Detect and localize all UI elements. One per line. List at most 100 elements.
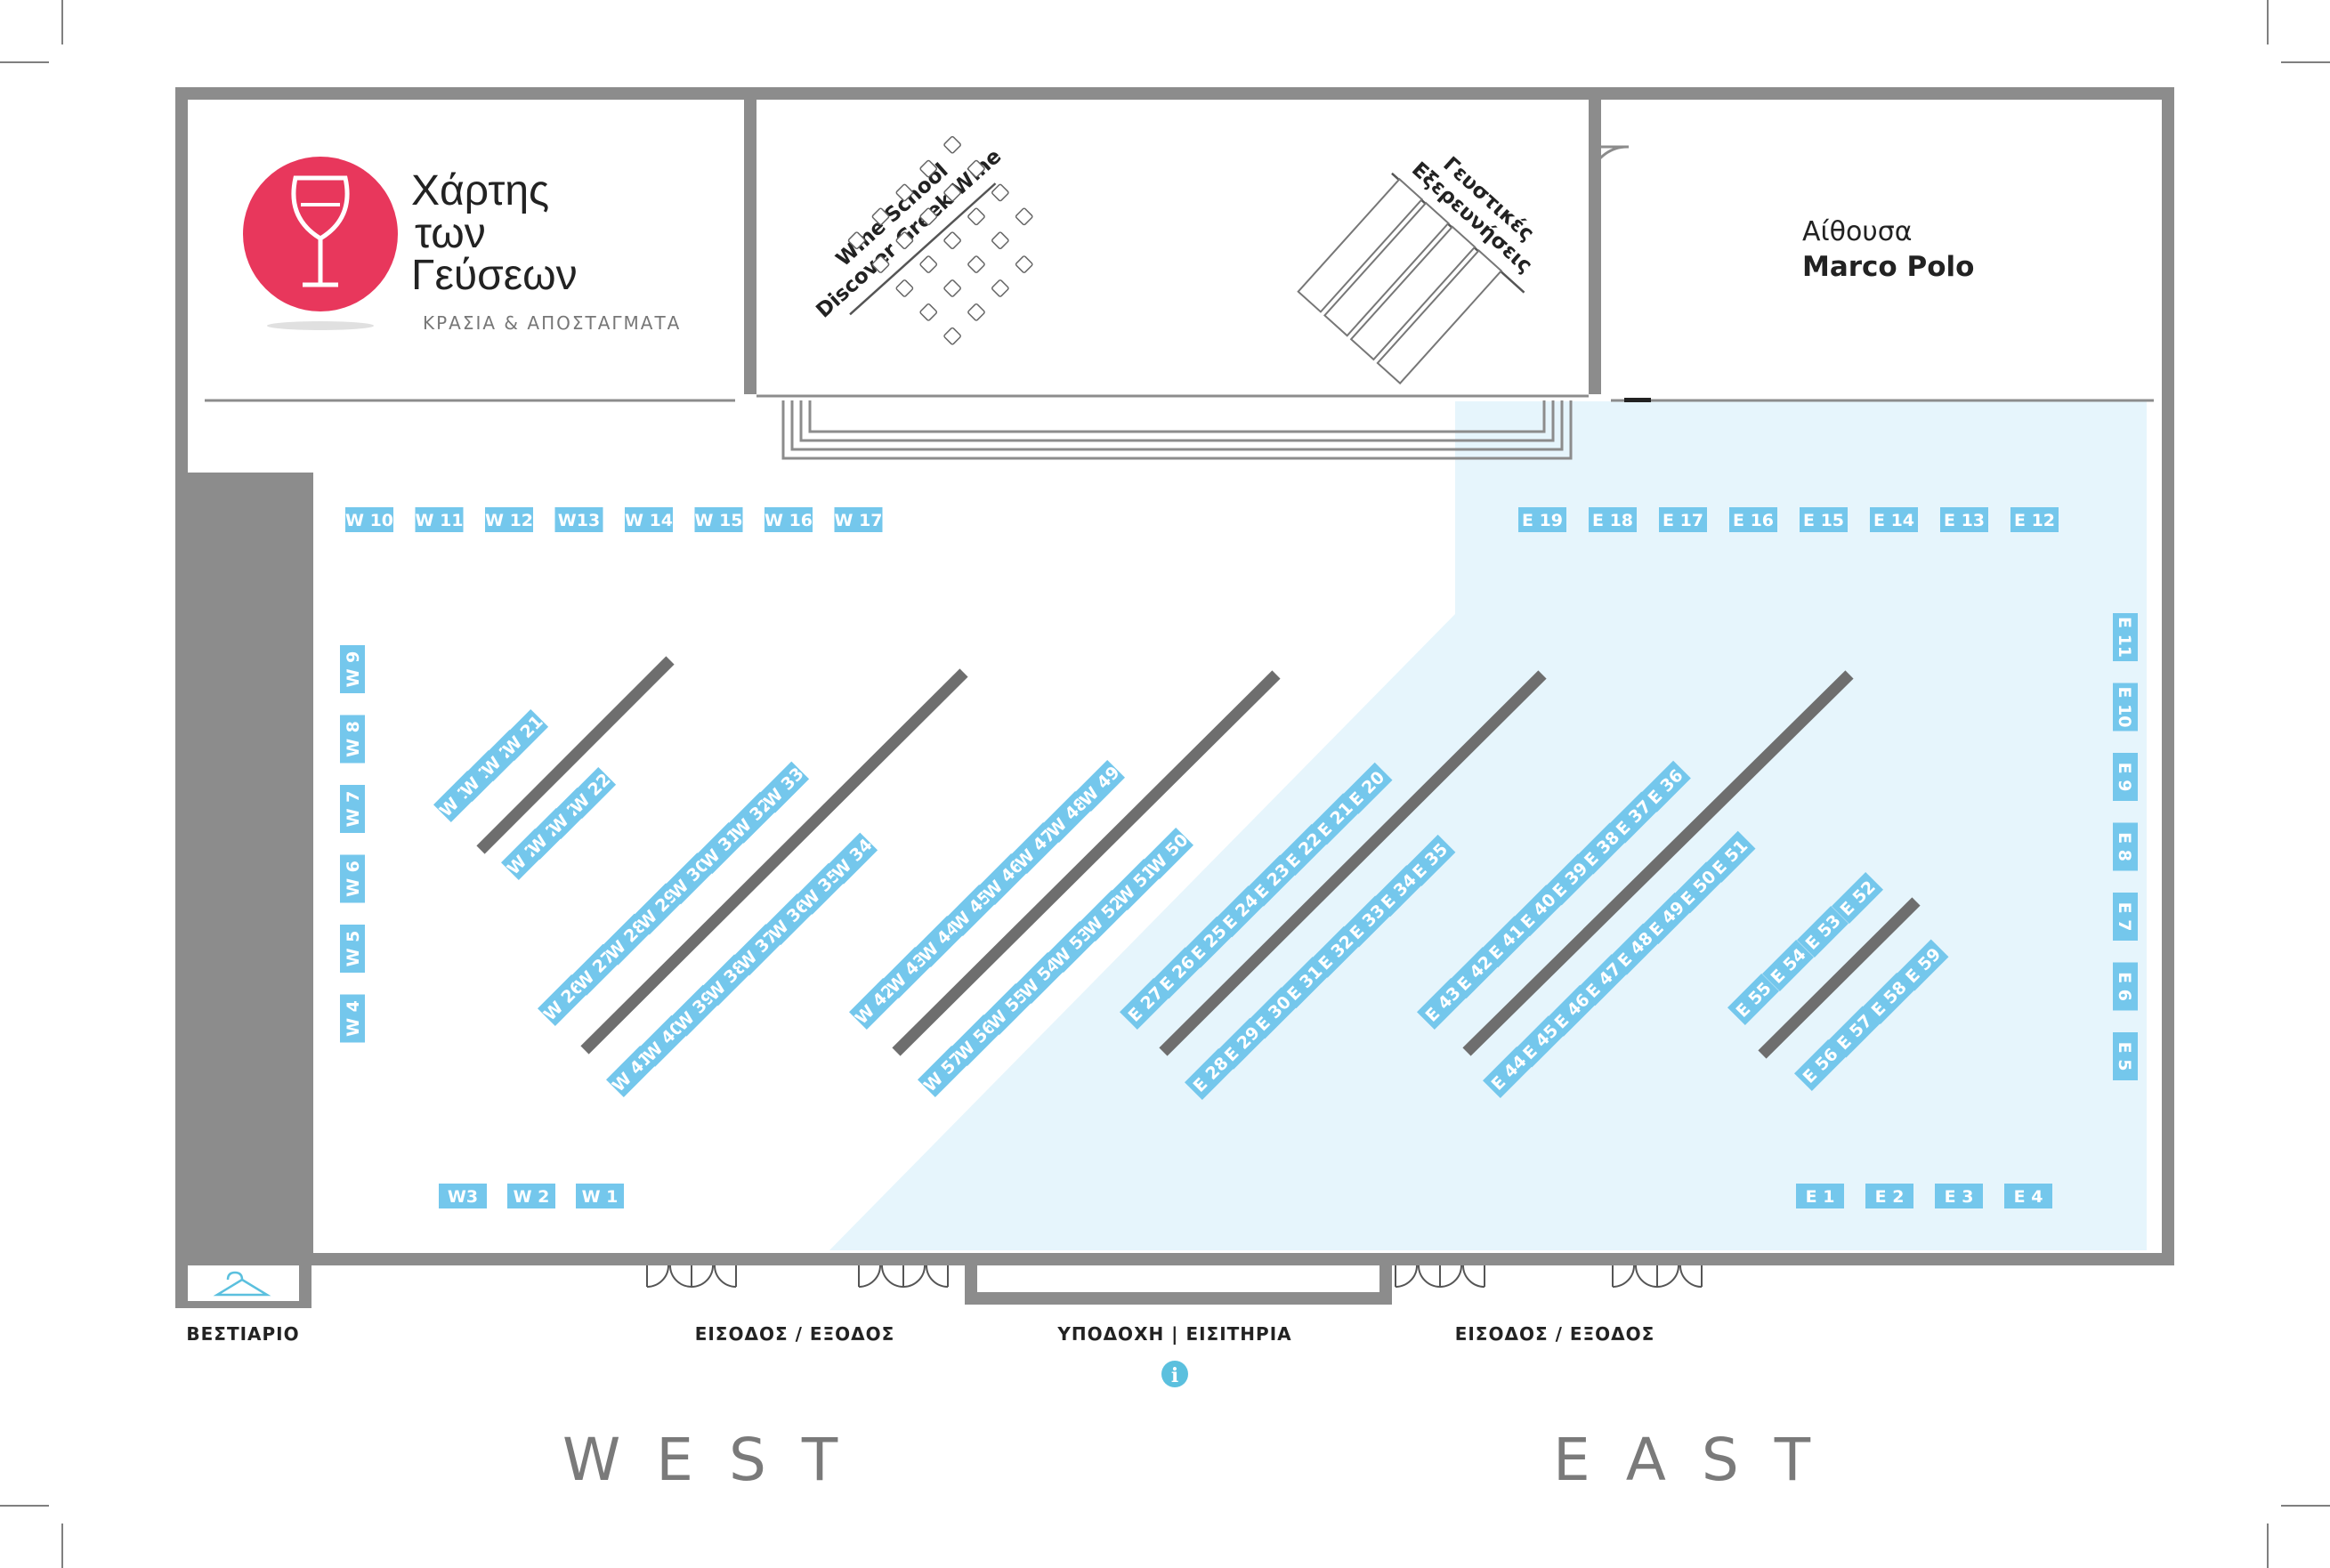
- booth-e6[interactable]: E 6: [2113, 962, 2138, 1011]
- classroom-chairs: [847, 135, 1033, 345]
- booth-label: W 4: [344, 1000, 363, 1037]
- door-icon: [1439, 1265, 1485, 1288]
- tasting-room: Γευστικές Εξερευνήσεις: [1297, 153, 1538, 385]
- booth-label: E 18: [1592, 511, 1633, 530]
- booth-e13[interactable]: E 13: [1940, 507, 1988, 532]
- brand-line3: Γεύσεων: [411, 252, 578, 299]
- booth-label: W 9: [344, 651, 363, 688]
- booth-label: E 17: [1663, 511, 1703, 530]
- chair-icon: [895, 279, 914, 297]
- counter-3: [892, 670, 1281, 1056]
- counter-6: [1758, 897, 1921, 1059]
- chair-icon: [991, 279, 1009, 297]
- booth-label: E 6: [2115, 972, 2134, 1001]
- booth-e17[interactable]: E 17: [1659, 507, 1707, 532]
- booth-label: W3: [448, 1187, 478, 1207]
- chair-icon: [871, 255, 890, 273]
- room-ledges: [205, 145, 2154, 460]
- booth-w12[interactable]: W 12: [485, 507, 533, 532]
- booth-label: E 7: [2115, 902, 2134, 932]
- booth-label: E 14: [1873, 511, 1914, 530]
- booth-label: W 6: [344, 861, 363, 897]
- booth-e14[interactable]: E 14: [1870, 507, 1918, 532]
- chair-icon: [895, 183, 914, 202]
- brand-logo: Χάρτης των Γεύσεων ΚΡΑΣΙΑ & ΑΠΟΣΤΑΓΜΑΤΑ: [243, 157, 681, 334]
- booth-label: W 15: [694, 511, 742, 530]
- booth-label: E 2: [1875, 1187, 1905, 1207]
- info-icon[interactable]: i: [1161, 1361, 1188, 1387]
- booth-label: E 4: [2014, 1187, 2043, 1207]
- booth-w15[interactable]: W 15: [694, 507, 743, 532]
- chair-icon: [919, 303, 938, 321]
- booth-e1[interactable]: E 1: [1796, 1184, 1844, 1208]
- booth-e19[interactable]: E 19: [1518, 507, 1566, 532]
- chair-icon: [943, 183, 961, 202]
- booth-label: E 12: [2014, 511, 2055, 530]
- reception-sign: ΥΠΟΔΟΧΗ | ΕΙΣΙΤΗΡΙΑ: [1056, 1323, 1291, 1345]
- booth-e15[interactable]: E 15: [1800, 507, 1848, 532]
- chair-icon: [1015, 255, 1033, 273]
- chair-icon: [943, 231, 961, 250]
- booth-e3[interactable]: E 3: [1935, 1184, 1983, 1208]
- booth-e16[interactable]: E 16: [1729, 507, 1777, 532]
- chair-icon: [919, 207, 938, 226]
- booth-w17[interactable]: W 17: [834, 507, 883, 532]
- counter-5: [1462, 670, 1854, 1056]
- entrance-west-sign: ΕΙΣΟΔΟΣ / ΕΞΟΔΟΣ: [695, 1323, 895, 1345]
- cloakroom-sign: ΒΕΣΤΙΑΡΙΟ: [186, 1323, 299, 1345]
- booth-label: E 15: [1803, 511, 1844, 530]
- booth-e2[interactable]: E 2: [1865, 1184, 1913, 1208]
- booth-label: W 16: [765, 511, 813, 530]
- booth-w9[interactable]: W 9: [340, 645, 365, 693]
- booth-label: W 11: [415, 511, 463, 530]
- booth-w7[interactable]: W 7: [340, 785, 365, 833]
- booth-w5[interactable]: W 5: [340, 925, 365, 973]
- booth-label: W 5: [344, 931, 363, 967]
- booth-w4[interactable]: W 4: [340, 994, 365, 1043]
- counter-4: [1159, 670, 1547, 1056]
- booth-e11[interactable]: E 11: [2113, 613, 2138, 661]
- booth-e12[interactable]: E 12: [2010, 507, 2059, 532]
- booth-e4[interactable]: E 4: [2004, 1184, 2052, 1208]
- booth-e10[interactable]: E 10: [2113, 683, 2138, 731]
- svg-text:i: i: [1171, 1364, 1178, 1387]
- booth-label: E 10: [2115, 686, 2134, 727]
- booth-label: W 1: [582, 1187, 619, 1207]
- chair-icon: [847, 231, 866, 250]
- booth-w1[interactable]: W 1: [576, 1184, 624, 1208]
- entrance-east-sign: ΕΙΣΟΔΟΣ / ΕΞΟΔΟΣ: [1455, 1323, 1655, 1345]
- booth-label: W 17: [834, 511, 882, 530]
- booth-label: E 11: [2115, 617, 2134, 658]
- booth-counters: [476, 656, 1921, 1059]
- east-zone: [829, 401, 2147, 1250]
- booth-w3[interactable]: W3: [439, 1184, 487, 1208]
- booth-w8[interactable]: W 8: [340, 715, 365, 764]
- booth-w2[interactable]: W 2: [507, 1184, 555, 1208]
- booth-e9[interactable]: E 9: [2113, 753, 2138, 801]
- booth-e5[interactable]: E 5: [2113, 1032, 2138, 1080]
- booth-w13[interactable]: W13: [554, 507, 603, 532]
- booth-label: E 8: [2115, 832, 2134, 861]
- zone-west: WEST: [562, 1426, 873, 1494]
- booth-label: W 2: [514, 1187, 550, 1207]
- brand-tagline: ΚΡΑΣΙΑ & ΑΠΟΣΤΑΓΜΑΤΑ: [423, 312, 681, 334]
- chair-icon: [919, 159, 938, 178]
- booth-w16[interactable]: W 16: [765, 507, 813, 532]
- door-icon: [1656, 1265, 1703, 1288]
- booth-label: W 8: [344, 721, 363, 757]
- booth-e18[interactable]: E 18: [1589, 507, 1637, 532]
- booth-w11[interactable]: W 11: [415, 507, 464, 532]
- booth-e8[interactable]: E 8: [2113, 822, 2138, 871]
- chair-icon: [967, 207, 985, 226]
- booth-label: E 19: [1522, 511, 1563, 530]
- booth-e7[interactable]: E 7: [2113, 893, 2138, 941]
- booth-label: W 14: [625, 511, 673, 530]
- booth-w6[interactable]: W 6: [340, 854, 365, 903]
- wine-glass-icon: [243, 157, 398, 311]
- booth-w10[interactable]: W 10: [345, 507, 393, 532]
- booth-label: E 1: [1806, 1187, 1835, 1207]
- booth-label: W13: [558, 511, 600, 530]
- chair-icon: [943, 135, 961, 154]
- booth-w14[interactable]: W 14: [625, 507, 673, 532]
- booth-e52[interactable]: E 52: [1832, 872, 1883, 924]
